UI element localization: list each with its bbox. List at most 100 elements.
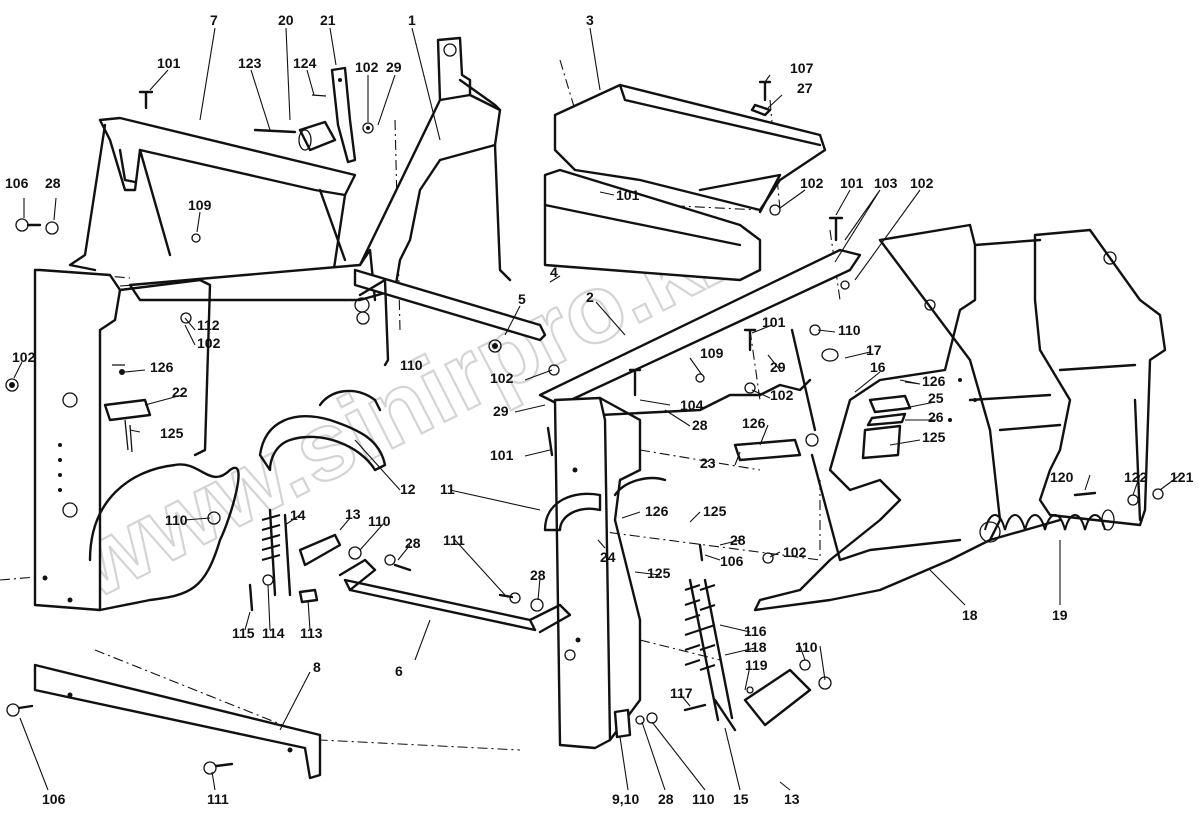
part-3-cover bbox=[553, 83, 827, 214]
callout-label: 106 bbox=[720, 553, 744, 569]
callout-label: 28 bbox=[692, 417, 708, 433]
callout-label: 106 bbox=[5, 175, 29, 191]
callout-label: 111 bbox=[443, 532, 465, 548]
callout-label: 12 bbox=[400, 481, 416, 497]
callout-label: 117 bbox=[670, 685, 693, 701]
callout-label: 23 bbox=[700, 455, 716, 471]
callout-label: 107 bbox=[790, 60, 814, 76]
callout-label: 1 bbox=[408, 12, 416, 28]
callout-label: 28 bbox=[730, 532, 746, 548]
callout-label: 114 bbox=[262, 625, 285, 641]
callout-label: 125 bbox=[922, 429, 946, 445]
callout-label: 116 bbox=[744, 623, 767, 639]
callout-label: 126 bbox=[742, 415, 766, 431]
callout-label: 14 bbox=[290, 507, 306, 523]
callout-label: 102 bbox=[770, 387, 794, 403]
callout-label: 122 bbox=[1124, 469, 1148, 485]
callout-label: 15 bbox=[733, 791, 749, 807]
part-21-latch bbox=[330, 66, 357, 164]
callout-label: 29 bbox=[386, 59, 402, 75]
callout-label: 110 bbox=[692, 791, 715, 807]
callout-label: 28 bbox=[405, 535, 421, 551]
callout-label: 120 bbox=[1050, 469, 1074, 485]
callout-label: 24 bbox=[600, 549, 616, 565]
callout-label: 112 bbox=[197, 317, 220, 333]
callout-label: 27 bbox=[797, 80, 813, 96]
callout-label: 109 bbox=[700, 345, 724, 361]
part-109-bolt bbox=[191, 233, 201, 243]
callout-label: 11 bbox=[440, 481, 455, 497]
callout-label: 125 bbox=[160, 425, 184, 441]
callout-label: 110 bbox=[838, 322, 861, 338]
callout-label: 28 bbox=[658, 791, 674, 807]
callout-label: 126 bbox=[645, 503, 669, 519]
callout-label: 102 bbox=[910, 175, 934, 191]
part-29-washer bbox=[362, 122, 374, 134]
center-side-plate bbox=[553, 396, 642, 750]
leader-lines bbox=[13, 27, 1181, 791]
callout-label: 110 bbox=[368, 513, 391, 529]
part-124-screw bbox=[311, 94, 327, 97]
callout-label: 102 bbox=[490, 370, 514, 386]
callout-label: 126 bbox=[150, 359, 174, 375]
callout-label: 13 bbox=[345, 506, 361, 522]
part-13-link-plate bbox=[298, 533, 812, 727]
callout-label: 26 bbox=[928, 409, 944, 425]
callout-label: 125 bbox=[647, 565, 671, 581]
part-20-roller bbox=[298, 120, 337, 152]
callout-label: 115 bbox=[232, 625, 255, 641]
callout-label: 119 bbox=[745, 657, 768, 673]
callout-label: 104 bbox=[680, 397, 704, 413]
part-15-springs bbox=[684, 578, 737, 732]
callout-label: 29 bbox=[770, 359, 786, 375]
part-4-plate bbox=[543, 168, 762, 282]
callout-label: 29 bbox=[493, 403, 509, 419]
callout-label: 111 bbox=[207, 791, 229, 807]
callout-label: 102 bbox=[800, 175, 824, 191]
part-23-bar bbox=[733, 438, 802, 462]
callout-label: 28 bbox=[530, 567, 546, 583]
callout-label: 20 bbox=[278, 12, 294, 28]
part-26-plate bbox=[861, 412, 907, 460]
part-22-bracket bbox=[103, 364, 152, 453]
callout-label: 4 bbox=[550, 264, 558, 280]
callout-label: 110 bbox=[400, 357, 423, 373]
part-16-rod bbox=[790, 328, 962, 562]
callout-label: 9,10 bbox=[612, 791, 639, 807]
callout-label: 101 bbox=[840, 175, 864, 191]
part-14-spring bbox=[261, 508, 292, 597]
callout-label: 102 bbox=[197, 335, 221, 351]
part-1-main-frame bbox=[128, 36, 512, 302]
callout-label: 5 bbox=[518, 291, 526, 307]
callout-label: 21 bbox=[320, 12, 336, 28]
callout-label: 121 bbox=[1170, 469, 1194, 485]
callout-label: 102 bbox=[783, 544, 807, 560]
callout-label: 126 bbox=[922, 373, 946, 389]
fasteners bbox=[5, 80, 1164, 775]
callout-labels: 7 20 21 1 3 101 123 124 102 29 107 27 10… bbox=[5, 12, 1194, 807]
part-6-shaft bbox=[338, 558, 572, 634]
part-5-shaft bbox=[353, 268, 547, 367]
part-9-10-bracket bbox=[613, 708, 658, 739]
callout-label: 123 bbox=[238, 55, 262, 71]
callout-label: 18 bbox=[962, 607, 978, 623]
callout-label: 2 bbox=[586, 289, 594, 305]
callout-label: 25 bbox=[928, 390, 944, 406]
callout-label: 7 bbox=[210, 12, 218, 28]
left-side-plate bbox=[33, 268, 240, 612]
part-25-plate bbox=[868, 394, 912, 414]
callout-label: 101 bbox=[157, 55, 181, 71]
callout-label: 103 bbox=[874, 175, 898, 191]
callout-label: 101 bbox=[762, 314, 786, 330]
part-123-pin bbox=[253, 128, 297, 134]
callout-label: 109 bbox=[188, 197, 212, 213]
callout-label: 8 bbox=[313, 659, 321, 675]
callout-label: 28 bbox=[45, 175, 61, 191]
callout-label: 6 bbox=[395, 663, 403, 679]
callout-label: 124 bbox=[293, 55, 317, 71]
callout-label: 13 bbox=[784, 791, 800, 807]
callout-label: 125 bbox=[703, 503, 727, 519]
callout-label: 101 bbox=[490, 447, 514, 463]
callout-label: 118 bbox=[744, 639, 767, 655]
